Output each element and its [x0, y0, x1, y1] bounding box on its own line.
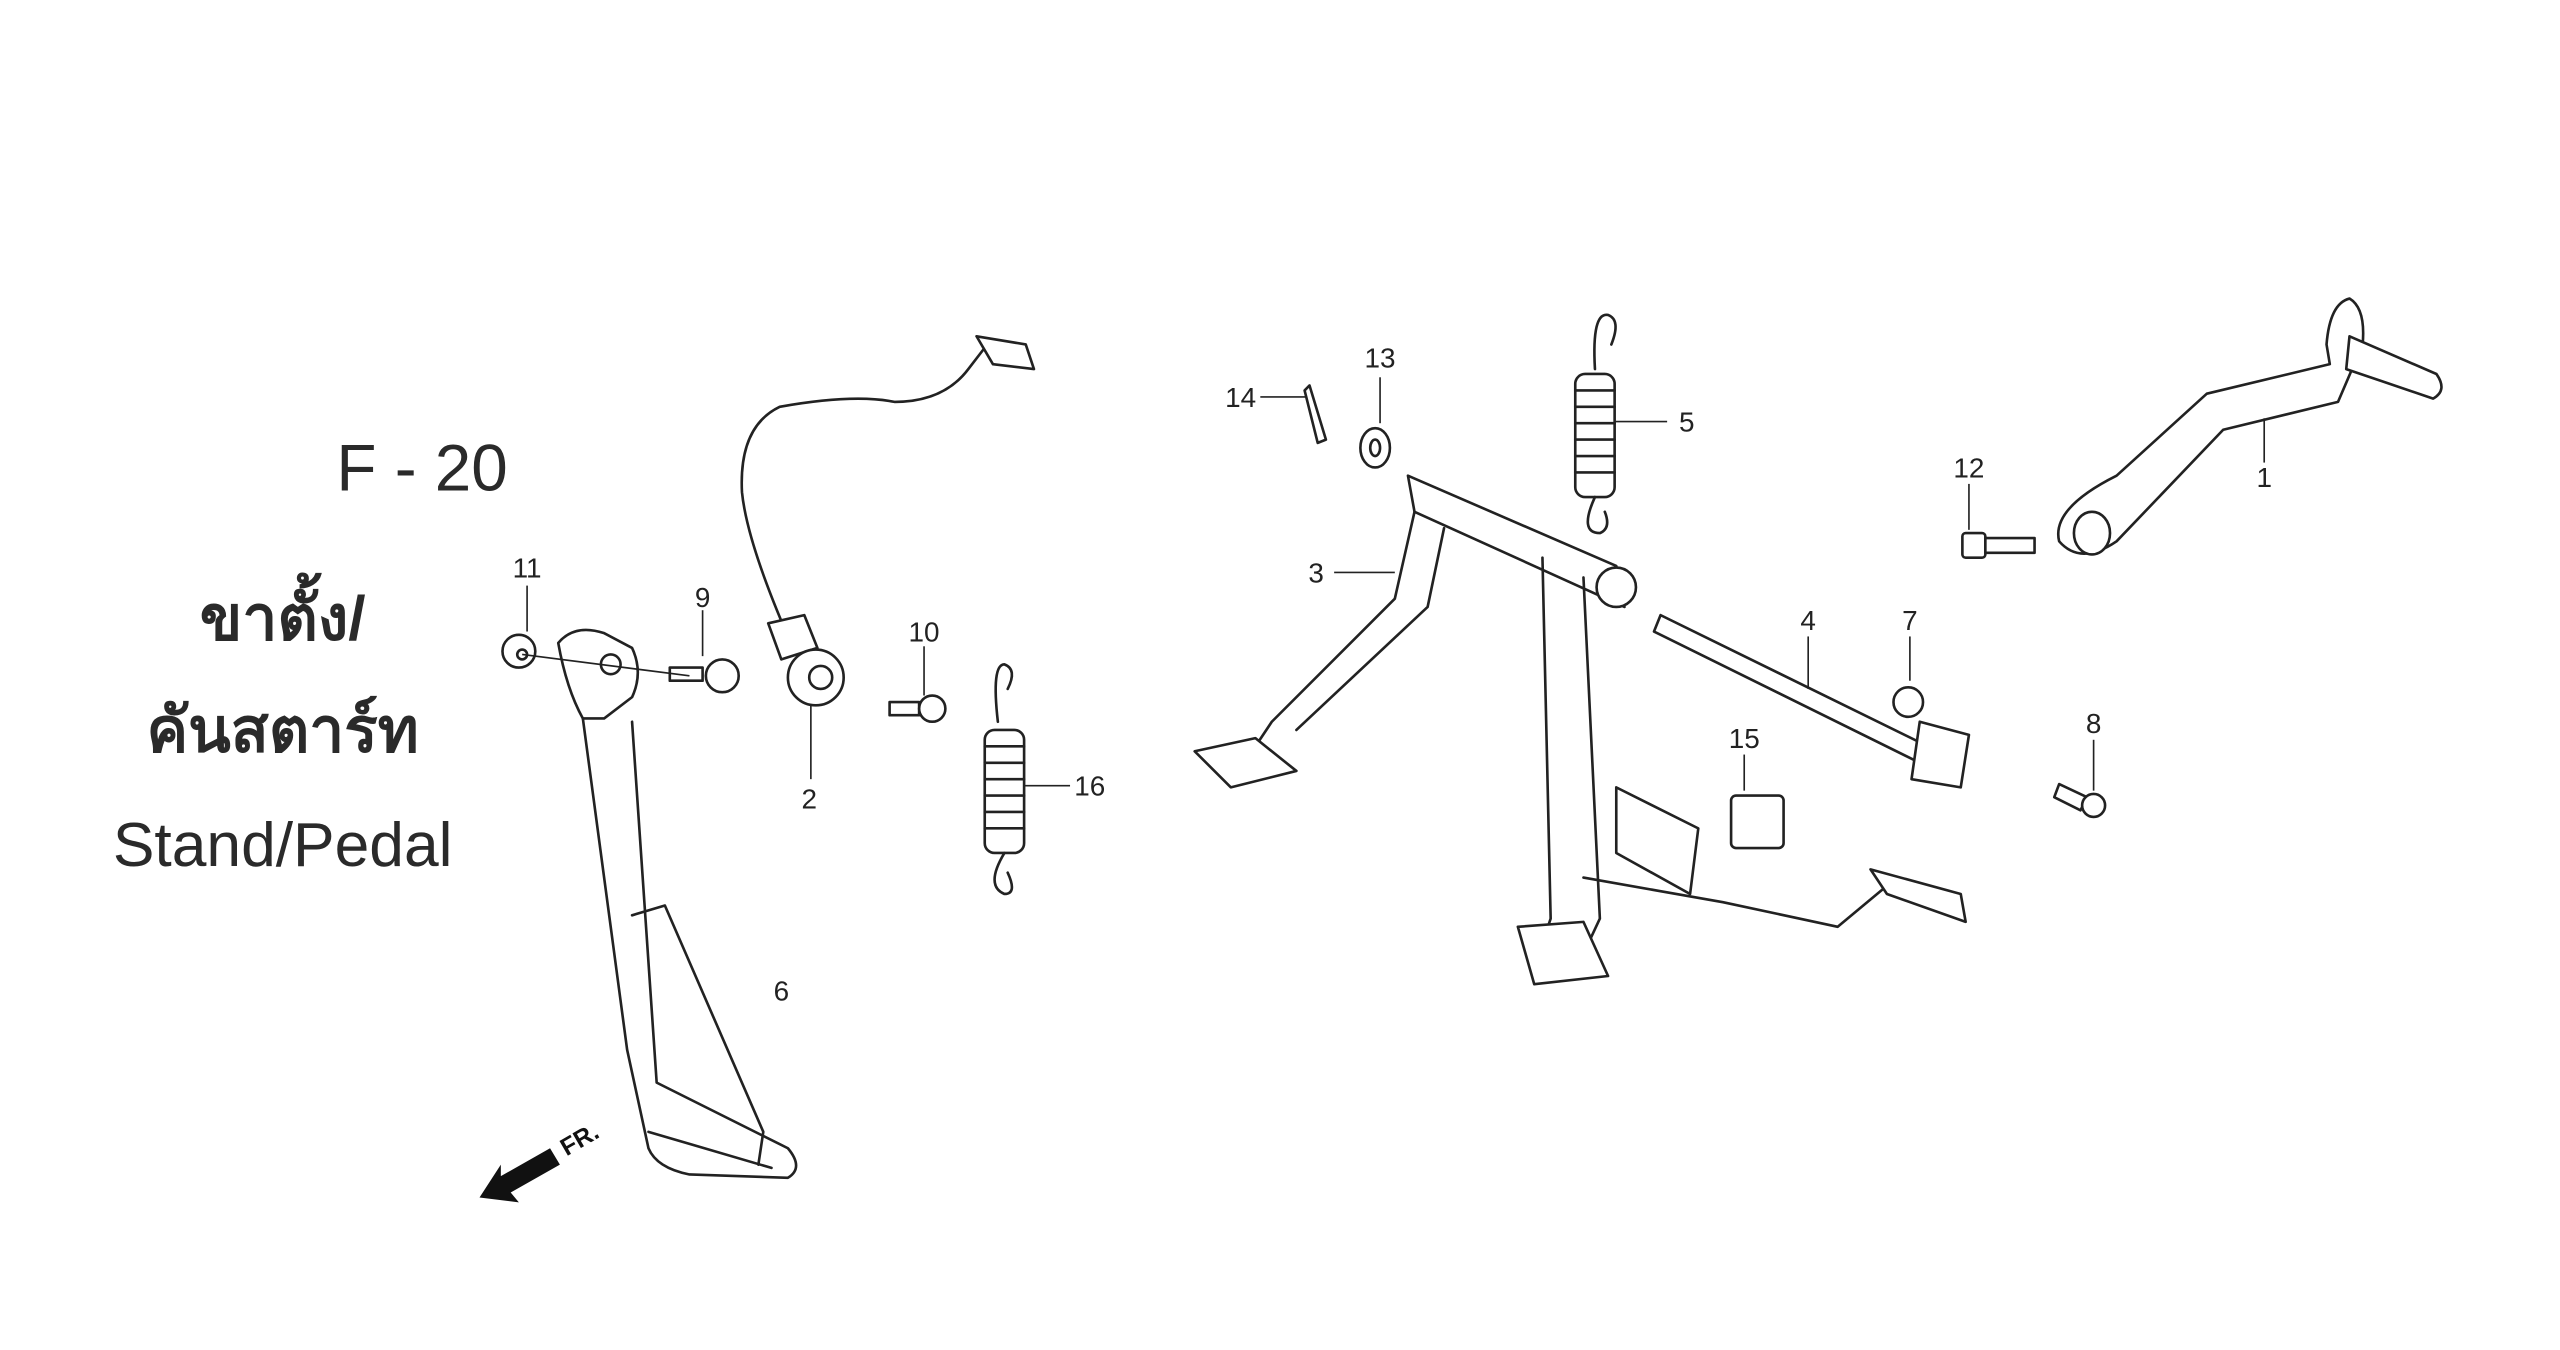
cotter-pin-part [1260, 384, 1328, 445]
title-english: Stand/Pedal [113, 811, 453, 880]
flange-bolt-part [2052, 739, 2107, 819]
side-stand-part [556, 628, 798, 1180]
spring-part [983, 663, 1071, 896]
small-bolt-part [888, 646, 947, 724]
callout-14: 14 [1225, 382, 1256, 413]
callout-7: 7 [1902, 605, 1918, 636]
callout-6: 6 [774, 976, 790, 1007]
diagram-code: F - 20 [336, 431, 507, 504]
switch-part [522, 334, 1036, 780]
callout-13: 13 [1365, 342, 1396, 373]
shaft-part [1652, 613, 1971, 789]
callout-2: 2 [801, 784, 817, 815]
collar-part [1892, 636, 1925, 719]
washer-part [1359, 377, 1392, 469]
bolt-part [668, 610, 740, 694]
title-thai-line2: คันสตาร์ท [146, 695, 418, 765]
pedal-bolt-part [1961, 483, 2036, 560]
front-direction-arrow: FR. [479, 1118, 604, 1203]
callout-16: 16 [1074, 771, 1105, 802]
callout-10: 10 [909, 616, 940, 647]
stand-switch-part [1729, 754, 1785, 850]
callout-15: 15 [1729, 723, 1760, 754]
return-spring-part [1573, 313, 1668, 535]
front-label: FR. [556, 1118, 604, 1161]
callout-11: 11 [513, 552, 542, 583]
callout-3: 3 [1308, 557, 1324, 588]
callout-1: 1 [2256, 462, 2272, 493]
callout-4: 4 [1800, 605, 1816, 636]
callout-12: 12 [1953, 452, 1984, 483]
callout-8: 8 [2086, 708, 2102, 739]
title-thai-line1: ขาตั้ง/ [200, 572, 366, 654]
callout-9: 9 [695, 582, 711, 613]
kick-pedal-part [2056, 297, 2443, 556]
main-stand-part [1193, 474, 1967, 986]
callout-5: 5 [1679, 406, 1695, 437]
